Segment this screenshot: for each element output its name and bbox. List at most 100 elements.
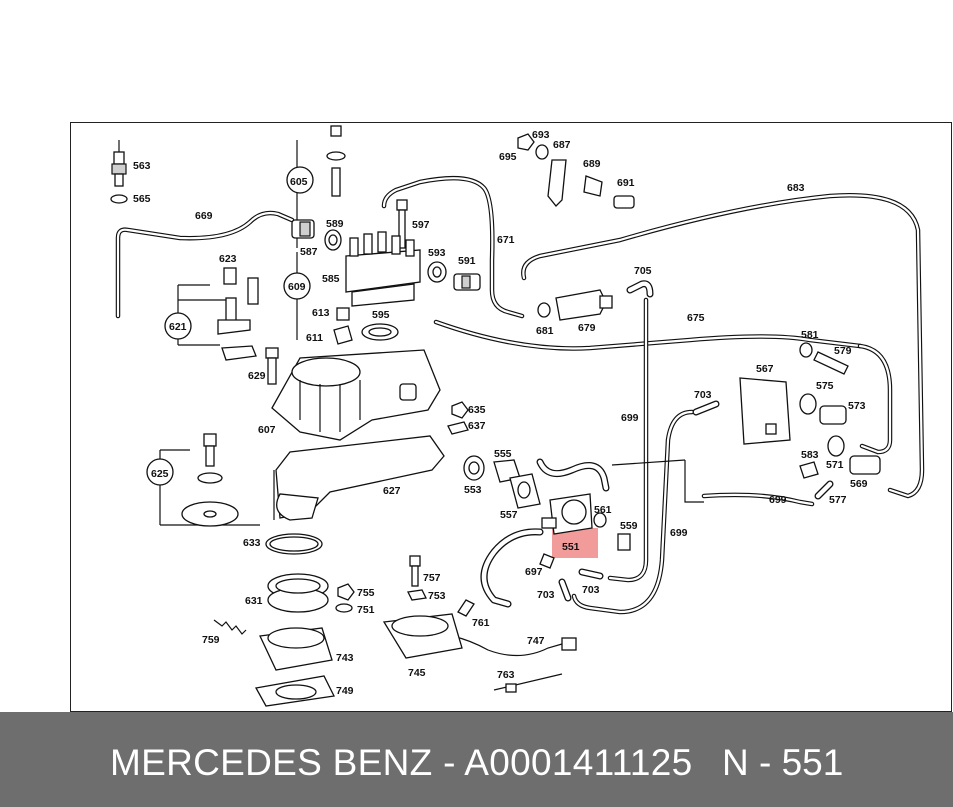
- part-605: [286, 125, 346, 197]
- label-755: 755: [357, 587, 375, 599]
- label-753: 753: [428, 590, 446, 602]
- part-637: [447, 421, 469, 435]
- label-567: 567: [756, 363, 774, 375]
- part-631: [267, 573, 329, 613]
- label-581: 581: [801, 329, 819, 341]
- part-571: [827, 435, 845, 457]
- label-573: 573: [848, 400, 866, 412]
- part-593: [427, 261, 447, 283]
- part-591: [453, 273, 481, 291]
- part-589: [324, 229, 342, 251]
- label-699-b: 699: [769, 494, 787, 506]
- part-743: [259, 627, 333, 671]
- part-753: [407, 589, 427, 601]
- diagram-frame: [70, 122, 952, 712]
- part-609: [247, 272, 311, 305]
- label-679: 679: [578, 322, 596, 334]
- part-585: [345, 231, 421, 307]
- label-629: 629: [248, 370, 266, 382]
- part-559: [617, 533, 631, 551]
- label-563: 563: [133, 160, 151, 172]
- label-687: 687: [553, 139, 571, 151]
- label-635: 635: [468, 404, 486, 416]
- label-579: 579: [834, 345, 852, 357]
- part-629: [265, 347, 279, 385]
- label-571: 571: [826, 459, 844, 471]
- label-703-b: 703: [537, 589, 555, 601]
- part-hose-upper: [536, 458, 610, 492]
- part-575: [799, 393, 817, 415]
- label-585: 585: [322, 273, 340, 285]
- part-583: [799, 461, 819, 479]
- label-699-a: 699: [621, 412, 639, 424]
- label-559: 559: [620, 520, 638, 532]
- label-761: 761: [472, 617, 490, 629]
- label-565: 565: [133, 193, 151, 205]
- line-675-b: [857, 343, 893, 455]
- label-597: 597: [412, 219, 430, 231]
- part-565: [110, 194, 128, 204]
- part-751: [335, 603, 353, 613]
- label-555: 555: [494, 448, 512, 460]
- part-695: [517, 133, 535, 151]
- part-697: [539, 553, 555, 569]
- label-703-c: 703: [582, 584, 600, 596]
- part-763: [493, 673, 563, 693]
- label-591: 591: [458, 255, 476, 267]
- part-691: [613, 195, 635, 209]
- line-671: [381, 175, 525, 319]
- part-681: [537, 302, 551, 318]
- part-693: [535, 144, 549, 160]
- label-607: 607: [258, 424, 276, 436]
- part-703-b: [578, 568, 604, 580]
- label-747: 747: [527, 635, 545, 647]
- label-551: 551: [562, 541, 580, 553]
- part-745: [382, 613, 463, 659]
- label-631: 631: [245, 595, 263, 607]
- label-557: 557: [500, 509, 518, 521]
- part-627: [275, 435, 445, 521]
- part-581: [799, 342, 813, 358]
- part-747: [561, 637, 577, 651]
- line-699: [607, 297, 649, 583]
- label-743: 743: [336, 652, 354, 664]
- label-625: 625: [151, 468, 169, 480]
- label-623: 623: [219, 253, 237, 265]
- label-693: 693: [532, 129, 550, 141]
- part-595: [361, 323, 399, 341]
- label-583: 583: [801, 449, 819, 461]
- part-689: [583, 175, 603, 197]
- part-569: [849, 455, 881, 475]
- part-561: [593, 512, 607, 528]
- part-761: [457, 599, 475, 617]
- part-633: [265, 533, 323, 555]
- line-699-b: [571, 409, 695, 615]
- label-627: 627: [383, 485, 401, 497]
- part-757: [409, 555, 421, 587]
- label-669: 669: [195, 210, 213, 222]
- part-755: [337, 583, 355, 601]
- part-563: [111, 140, 127, 187]
- label-683: 683: [787, 182, 805, 194]
- part-635: [451, 401, 469, 419]
- line-747: [451, 635, 563, 657]
- label-695: 695: [499, 151, 517, 163]
- footer-bar: [0, 712, 953, 807]
- label-589: 589: [326, 218, 344, 230]
- label-561: 561: [594, 504, 612, 516]
- part-567: [739, 377, 791, 445]
- label-703-a: 703: [694, 389, 712, 401]
- label-681: 681: [536, 325, 554, 337]
- label-757: 757: [423, 572, 441, 584]
- label-675: 675: [687, 312, 705, 324]
- part-623: [223, 267, 237, 285]
- part-613: [336, 307, 350, 321]
- label-587: 587: [300, 246, 318, 258]
- line-699-c: [701, 492, 815, 507]
- label-611: 611: [306, 332, 323, 344]
- line-669: [115, 210, 295, 319]
- part-749: [254, 675, 335, 707]
- part-number-title: MERCEDES BENZ - A0001411125: [110, 742, 693, 783]
- label-745: 745: [408, 667, 426, 679]
